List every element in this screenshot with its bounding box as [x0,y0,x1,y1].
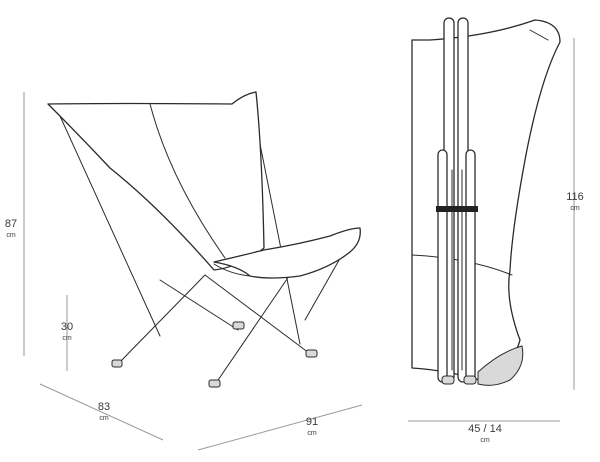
dimension-label-width: 91 cm [296,416,328,438]
chair-foot-cap [111,359,123,368]
folded-chair-strap [529,29,549,41]
dimension-unit: cm [570,205,580,212]
chair-foot-cap [305,349,318,358]
folded-chair-drawing [411,17,561,386]
dimension-unit: cm [62,335,72,342]
unfolded-chair-drawing [47,91,361,388]
dimension-label-depth: 83 cm [90,401,118,423]
chair-sling-seat [213,227,361,279]
folded-chair-rod [465,149,476,383]
frame-rod-left-back [59,115,161,337]
chair-foot-cap [208,379,221,388]
folded-chair-foot-cap [441,375,455,385]
dimension-value: 91 [305,416,319,428]
dimension-unit: cm [307,430,317,437]
dimension-lines [23,38,575,451]
dimension-value: 30 [60,321,74,333]
chair-sling-seam [149,103,226,259]
frame-rod-front-right [204,274,314,357]
folded-chair-rod [437,149,448,383]
chair-seat-fold [213,263,251,277]
dimension-value: 87 [4,218,18,230]
dimension-label-folded-height: 116 cm [563,191,587,213]
dimension-label-seat-height: 30 cm [53,321,81,343]
dimension-unit: cm [6,232,16,239]
width-dimension-line [197,404,363,451]
chair-sling-back [47,91,265,271]
folded-chair-foot-cap [463,375,477,385]
chair-foot-cap [232,321,245,330]
frame-rod-cross-2 [159,279,239,331]
depth-dimension-line [39,383,164,441]
frame-rod-front-left [115,274,206,367]
dimension-unit: cm [480,437,490,444]
dimension-value: 116 [566,191,584,203]
dimension-value: 83 [97,401,111,413]
dimension-label-folded-size: 45 / 14 cm [458,423,512,445]
dimension-value: 45 / 14 [468,423,502,435]
frame-rod-cross [213,259,301,387]
dimension-unit: cm [99,415,109,422]
folded-chair-bottom-fabric [477,345,524,386]
folded-chair-fabric [411,19,561,381]
dimension-label-height: 87 cm [0,218,22,240]
folded-chair-strap-band [436,206,478,212]
